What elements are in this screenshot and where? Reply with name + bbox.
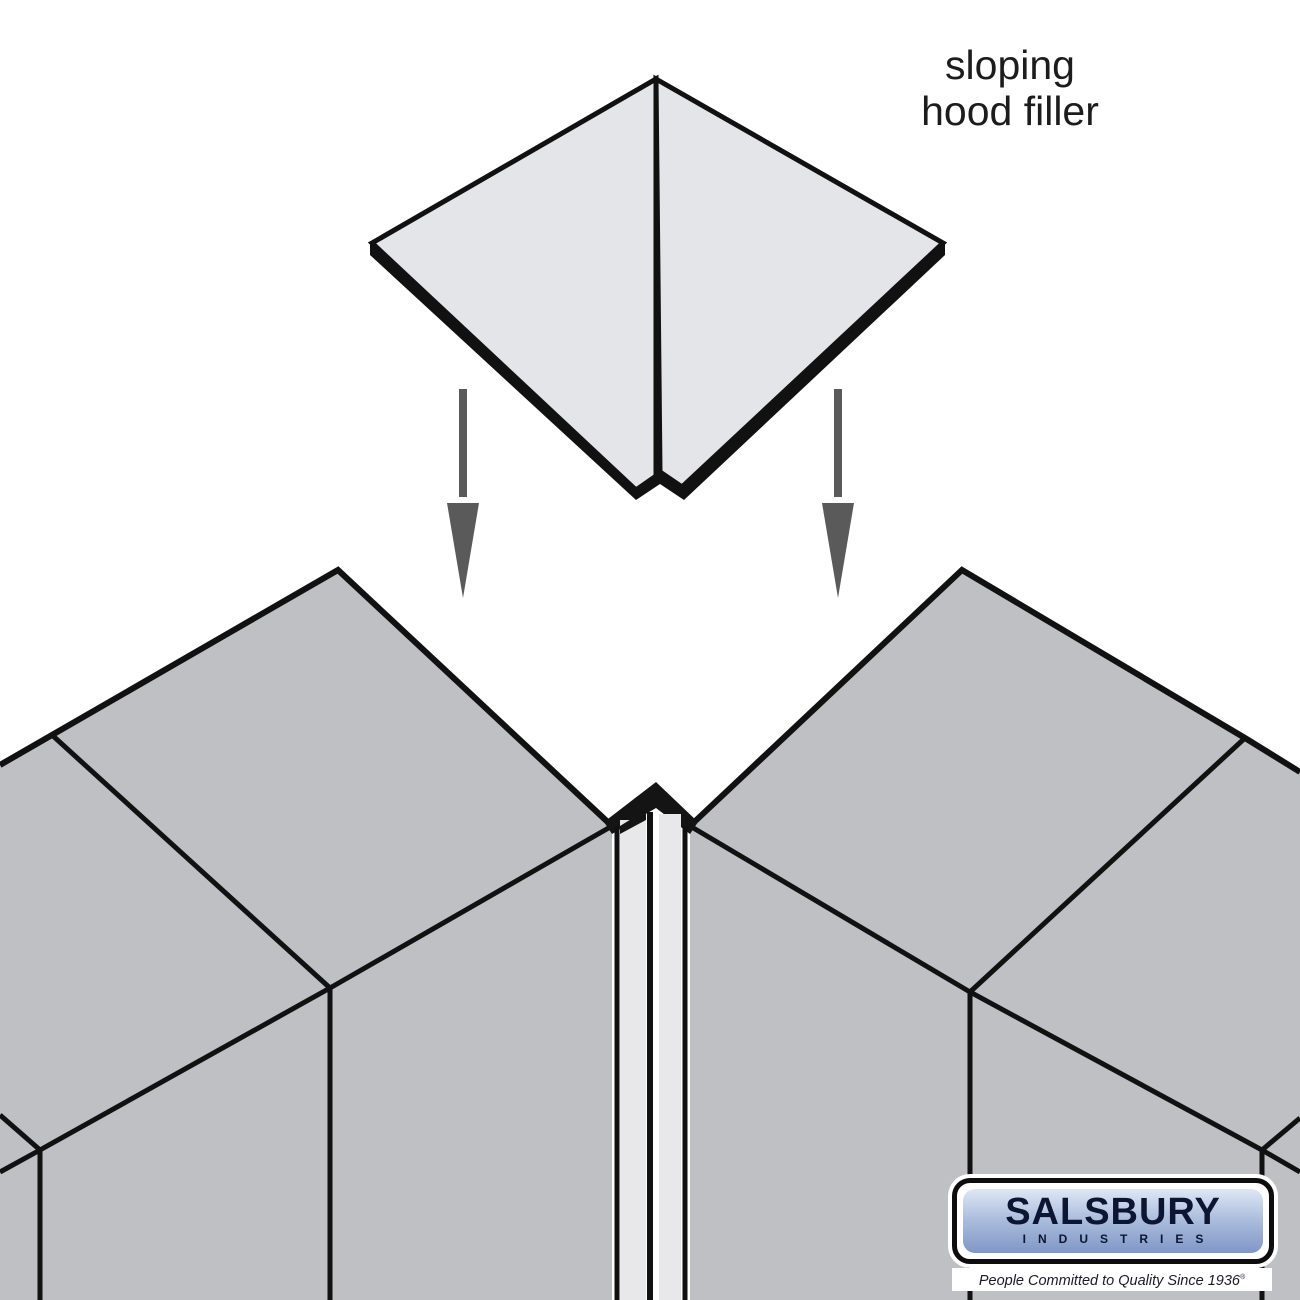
logo-subtitle: INDUSTRIES [1022, 1232, 1216, 1246]
part-label-line2: hood filler [921, 88, 1099, 134]
part-label: sloping hood filler [880, 42, 1140, 134]
part-label-line1: sloping [945, 42, 1075, 88]
logo-plate: SALSBURY INDUSTRIES [952, 1178, 1274, 1264]
registered-mark: ® [1239, 1274, 1246, 1281]
left-locker-hood [0, 566, 615, 1300]
logo-tagline-text: People Committed to Quality Since 1936 [978, 1272, 1240, 1289]
corner-filler-strip [604, 782, 698, 1300]
logo-badge: SALSBURY INDUSTRIES [963, 1189, 1263, 1253]
logo-brand-name: SALSBURY [1005, 1191, 1221, 1233]
right-down-arrow [822, 389, 854, 598]
left-down-arrow [447, 389, 479, 598]
sloping-hood-filler [367, 74, 948, 500]
logo-tagline: People Committed to Quality Since 1936® [952, 1268, 1272, 1291]
salsbury-logo: SALSBURY INDUSTRIES People Committed to … [952, 1178, 1274, 1298]
